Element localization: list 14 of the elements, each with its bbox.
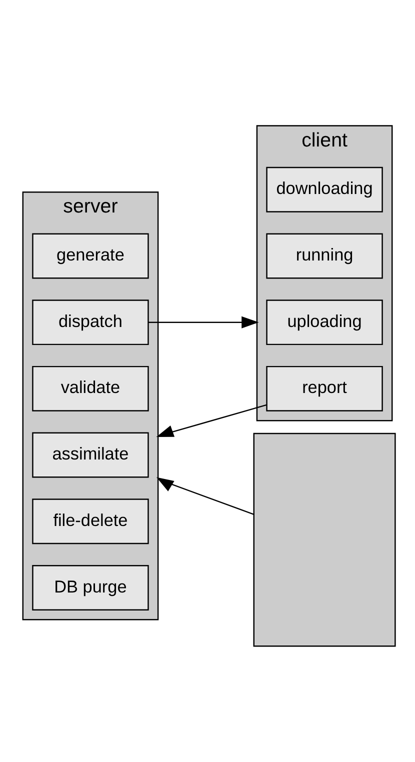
arrow [156, 404, 267, 437]
node-box: downloading [266, 166, 383, 212]
node-box [253, 432, 396, 647]
node-box: uploading [266, 300, 383, 346]
node-box: validate [32, 366, 149, 412]
arrow [156, 477, 254, 515]
node-box: report [266, 366, 383, 412]
node-box: dispatch [32, 300, 149, 346]
node-box: DB purge [32, 565, 149, 610]
node-box: assimilate [32, 432, 149, 478]
node-box: running [266, 233, 383, 279]
node-box: generate [32, 233, 149, 279]
arrow [148, 316, 259, 328]
node-box: file-delete [32, 498, 149, 544]
